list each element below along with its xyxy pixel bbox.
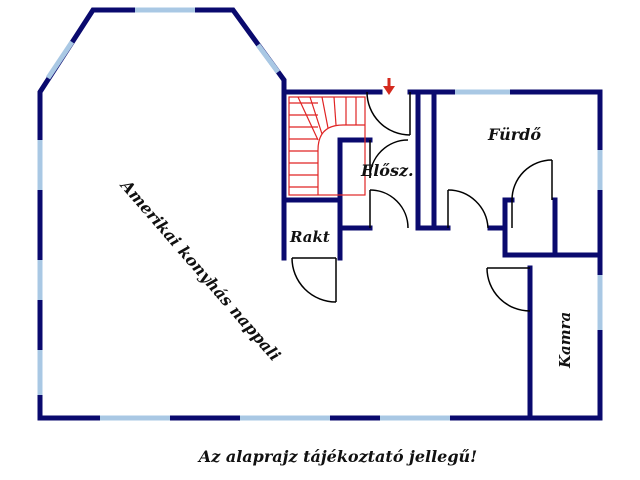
window [45,40,75,80]
door-bath-alcove [511,159,553,228]
room-label-pantry: Kamra [556,312,574,369]
door-bathroom [447,189,489,229]
stair-step [333,96,337,126]
exterior-wall-main [37,7,383,421]
room-label-bathroom: Fürdő [487,125,541,144]
door-storage [291,257,337,303]
stair-outline [288,96,366,196]
window [255,43,281,74]
stair-step [309,96,323,135]
stair-inner-curve [317,124,365,195]
staircase [288,96,366,196]
entrance-arrow-icon [383,78,395,95]
room-label-hall: Elősz. [360,161,414,180]
room-label-living: Amerikai konyhás nappali [116,175,285,365]
windows [37,7,603,421]
stair-step [321,96,329,129]
door-hall-lower [369,189,409,229]
room-label-storage: Rakt [289,228,330,246]
disclaimer-note: Az alaprajz tájékoztató jellegű! [197,447,477,466]
door-pantry [486,267,531,312]
stair-step [297,96,319,141]
outer-walls [37,7,603,421]
door-hall-upper [369,139,409,179]
interior-walls [281,89,603,421]
door-entrance [366,91,411,136]
doors [291,91,553,312]
